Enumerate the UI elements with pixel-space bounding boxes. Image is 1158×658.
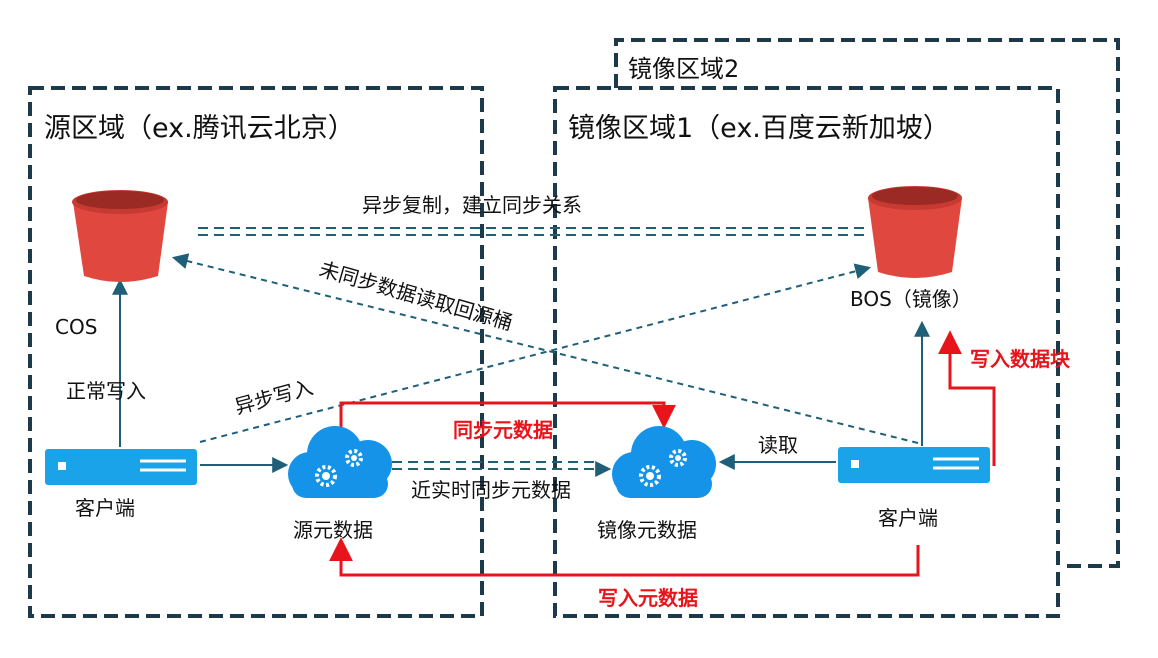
left-client-server-icon bbox=[45, 449, 197, 485]
cos-label: COS bbox=[55, 315, 97, 339]
left-client-label: 客户端 bbox=[75, 496, 135, 520]
mirror-metadata-cloud-icon bbox=[612, 426, 716, 498]
right-client-label: 客户端 bbox=[878, 506, 938, 530]
source-metadata-cloud-icon bbox=[288, 426, 392, 498]
source-region-box bbox=[28, 86, 484, 618]
sync-metadata-red-arrow bbox=[339, 401, 676, 429]
source-region-title: 源区域（ex.腾讯云北京） bbox=[44, 113, 355, 144]
right-client-server-icon bbox=[838, 447, 990, 483]
source-metadata-label: 源元数据 bbox=[293, 518, 373, 542]
mirror-metadata-label: 镜像元数据 bbox=[597, 518, 697, 542]
near-realtime-sync-label: 近实时同步元数据 bbox=[411, 478, 571, 502]
write-data-block-label: 写入数据块 bbox=[970, 347, 1071, 371]
bos-label: BOS（镜像） bbox=[850, 287, 972, 311]
mirror-region-2-box bbox=[614, 38, 1120, 568]
mirror-region-1-title: 镜像区域1（ex.百度云新加坡） bbox=[568, 113, 950, 144]
async-write-arrow bbox=[199, 263, 872, 443]
sync-metadata-label: 同步元数据 bbox=[453, 418, 553, 442]
async-replicate-label: 异步复制，建立同步关系 bbox=[362, 193, 582, 217]
write-metadata-red-arrow bbox=[329, 537, 920, 577]
cos-bucket-icon bbox=[72, 190, 168, 282]
mirror-region-2-title: 镜像区域2 bbox=[628, 55, 739, 83]
unsynced-read-back-label: 未同步数据读取回源桶 bbox=[317, 257, 516, 335]
bos-bucket-icon bbox=[868, 186, 962, 278]
read-label: 读取 bbox=[758, 433, 798, 457]
async-write-label: 异步写入 bbox=[232, 375, 315, 419]
read-back-arrow bbox=[171, 253, 919, 444]
write-data-block-red-arrow bbox=[938, 330, 996, 466]
write-metadata-label: 写入元数据 bbox=[598, 586, 698, 610]
normal-write-label: 正常写入 bbox=[66, 379, 146, 403]
